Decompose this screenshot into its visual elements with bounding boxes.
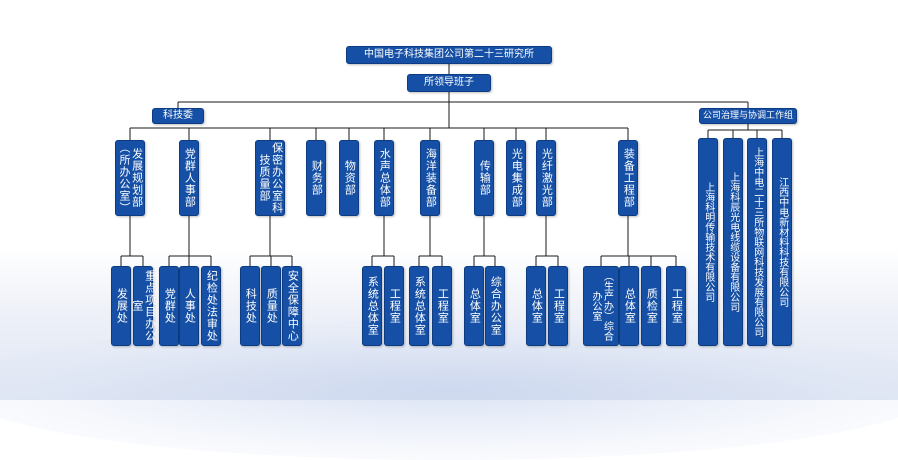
connector-lines xyxy=(120,64,783,266)
technology-committee-node: 科技委 xyxy=(152,108,204,124)
sub-shuisheng-xitong: 系统总体室 xyxy=(362,266,382,346)
sub-zhuangbei-zhijian: 质检室 xyxy=(641,266,661,346)
sub-chuanshu-zonghe: 综合办公室 xyxy=(485,266,505,346)
sub-fazhanchu: 发展处 xyxy=(111,266,131,346)
dept-haiyang: 海洋装备部 xyxy=(420,140,440,216)
sub-renshichu: 人事处 xyxy=(179,266,199,346)
root-node: 中国电子科技集团公司第二十三研究所 xyxy=(346,46,552,64)
company-wulianwang: 上海中电二十三所物联网科技发展有限公司 xyxy=(747,138,767,346)
sub-dangqunchu: 党群处 xyxy=(159,266,179,346)
leadership-node: 所领导班子 xyxy=(407,74,491,92)
dept-fazhan: 发展规划部（所办公室） xyxy=(115,140,145,216)
sub-zhongdianxiangmu: 重点项目办公室 xyxy=(131,266,157,346)
sub-zhuangbei-gongcheng: 工程室 xyxy=(666,266,686,346)
dept-caiwu: 财务部 xyxy=(306,140,326,216)
sub-haiyang-xitong: 系统总体室 xyxy=(409,266,429,346)
dept-wuzi: 物资部 xyxy=(339,140,359,216)
sub-zhiliangchu: 质量处 xyxy=(261,266,281,346)
company-kemingchuanshu: 上海科明传输技术有限公司 xyxy=(698,138,718,346)
sub-zhuangbei-zongti: 总体室 xyxy=(619,266,639,346)
dept-baomi: 保密办公室科技质量部 xyxy=(255,140,285,216)
dept-guangdian: 光电集成部 xyxy=(506,140,526,216)
dept-guangxian: 光纤激光部 xyxy=(536,140,556,216)
dept-dangqun: 党群人事部 xyxy=(179,140,199,216)
sub-shuisheng-gongcheng: 工程室 xyxy=(384,266,404,346)
sub-chuanshu-zongti: 总体室 xyxy=(464,266,484,346)
sub-haiyang-gongcheng: 工程室 xyxy=(432,266,452,346)
dept-zhuangbei: 装备工程部 xyxy=(618,140,638,216)
company-group-node: 公司治理与协调工作组 xyxy=(699,108,797,124)
sub-guangxian-gongcheng: 工程室 xyxy=(548,266,568,346)
sub-guangxian-zongti: 总体室 xyxy=(526,266,546,346)
sub-jijianchu: 纪检处法审处 xyxy=(201,266,221,346)
sub-anquanbaozhang: 安全保障中心 xyxy=(282,266,302,346)
dept-chuanshu: 传输部 xyxy=(474,140,494,216)
sub-zhuangbei-zonghe: （生产办）综合办公室 xyxy=(583,266,619,346)
company-jiangxixincailiao: 江西中电新材料科技有限公司 xyxy=(772,138,792,346)
sub-kejichu: 科技处 xyxy=(240,266,260,346)
dept-shuisheng: 水声总体部 xyxy=(374,140,394,216)
company-kechenguangdian: 上海科辰光电线缆设备有限公司 xyxy=(723,138,743,346)
